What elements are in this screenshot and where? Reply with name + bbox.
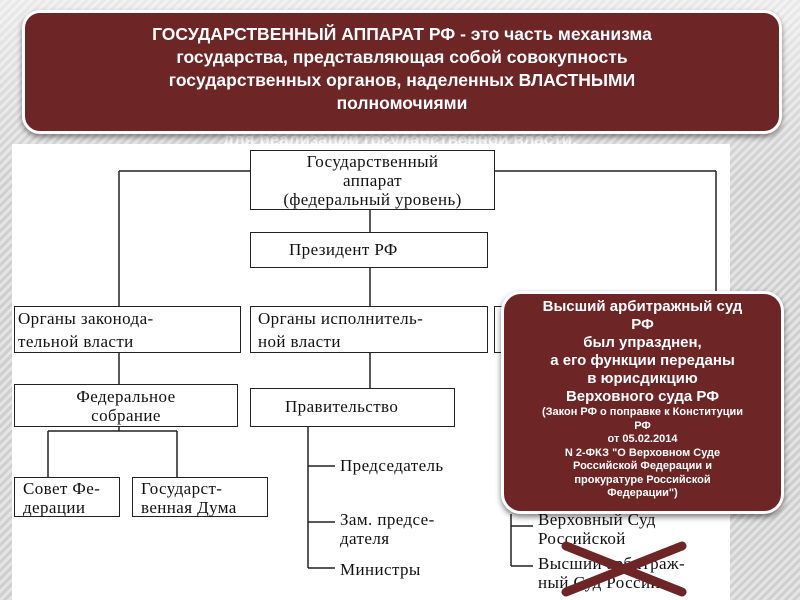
executive-box: Органы исполнитель- ной власти [250, 306, 488, 353]
org-chart: Государственный аппарат (федеральный уро… [12, 144, 730, 600]
callout-note-2: РФ [634, 419, 651, 432]
state-duma-line-2: венная Дума [141, 498, 237, 517]
federal-assembly-line-2: собрание [91, 406, 161, 425]
callout-note-5: Российской Федерации и [573, 460, 712, 472]
chairman-label: Председатель [340, 456, 444, 475]
supreme-court-line-1: Верховный Суд [538, 510, 656, 529]
callout-line-1: Высший арбитражный суд [542, 298, 743, 315]
callout-line-2: РФ [631, 316, 654, 333]
executive-line-2: ной власти [258, 332, 341, 351]
executive-line-1: Органы исполнитель- [258, 309, 424, 328]
federation-council-box: Совет Фе- дерации [14, 477, 120, 517]
legislative-line-2: тельной власти [18, 332, 134, 351]
callout-line-3: был упразднен, [583, 334, 702, 351]
banner-line-3: государственных органов, наделенных ВЛАС… [168, 70, 636, 90]
federation-council-line-1: Совет Фе- [23, 479, 101, 498]
deputy-label-line-2: дателя [340, 529, 390, 548]
legislative-box: Органы законода- тельной власти [14, 306, 241, 353]
legislative-line-1: Органы законода- [18, 309, 154, 328]
definition-banner: ГОСУДАРСТВЕННЫЙ АППАРАТ РФ - это часть м… [22, 10, 782, 134]
president-label: Президент РФ [289, 240, 398, 259]
callout-note-7: Федерации") [607, 487, 678, 499]
callout-line-4: а его функции переданы [550, 352, 735, 369]
callout-line-6: Верховного суда РФ [565, 388, 720, 405]
banner-line-4: полномочиями [336, 93, 468, 113]
federation-council-line-2: дерации [23, 498, 86, 517]
callout-note-4: N 2-ФКЗ "О Верховном Суде [564, 446, 721, 459]
abolition-callout: Высший арбитражный суд РФ был упразднен,… [501, 291, 784, 514]
government-label: Правительство [285, 397, 399, 416]
callout-note-3: от 05.02.2014 [607, 433, 678, 445]
callout-note-1: (Закон РФ о поправке к Конституции [541, 406, 744, 418]
cross-out-icon [561, 541, 687, 597]
ministers-label: Министры [340, 560, 421, 579]
banner-line-1: ГОСУДАРСТВЕННЫЙ АППАРАТ РФ - это часть м… [152, 24, 652, 44]
connector-lines [47, 170, 717, 569]
federal-assembly-line-1: Федеральное [76, 387, 176, 406]
root-line-1: Государственный [306, 152, 439, 171]
president-box: Президент РФ [250, 232, 488, 268]
callout-note-6: прокуратуре Российской [574, 473, 711, 486]
root-line-2: аппарат [343, 171, 402, 190]
callout-line-5: в юрисдикцию [587, 370, 698, 387]
supreme-court-line-2: Российской [538, 529, 626, 548]
state-duma-line-1: Государст- [141, 479, 223, 498]
federal-assembly-box: Федеральное собрание [14, 384, 238, 427]
deputy-label-line-1: Зам. предсе- [340, 510, 435, 529]
root-line-3: (федеральный уровень) [283, 190, 462, 209]
government-box: Правительство [250, 388, 455, 427]
root-box: Государственный аппарат (федеральный уро… [250, 150, 495, 210]
banner-line-2: государства, представляющая собой совоку… [176, 47, 628, 67]
state-duma-box: Государст- венная Дума [132, 477, 268, 517]
